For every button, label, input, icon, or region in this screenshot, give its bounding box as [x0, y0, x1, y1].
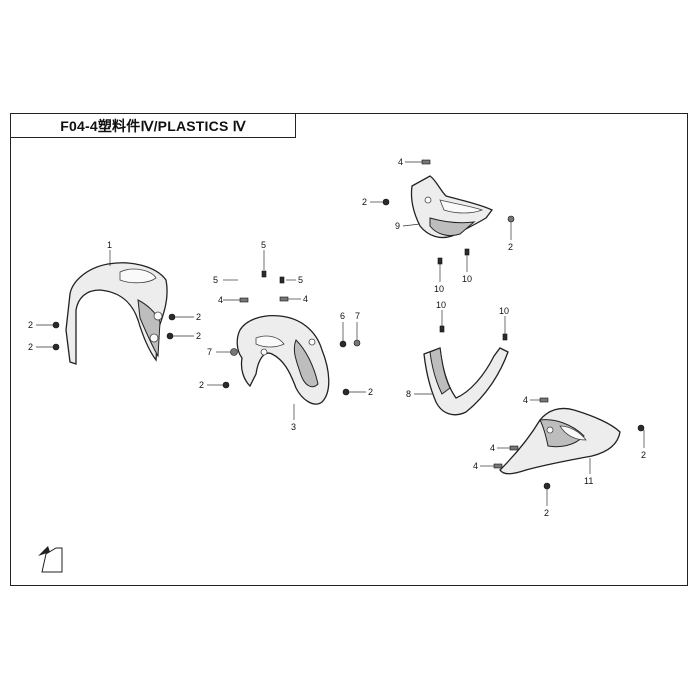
callout-2: 2: [508, 242, 513, 252]
callout-2: 2: [28, 320, 33, 330]
part-1-fasteners: [52, 313, 176, 351]
callout-7: 7: [355, 311, 360, 321]
fwd-direction-icon: [38, 546, 63, 573]
callout-1: 1: [107, 240, 112, 250]
callout-10: 10: [462, 274, 472, 284]
leader-lines: [36, 161, 645, 506]
part-9-upper-panel: [410, 175, 493, 239]
title-box: F04-4塑料件Ⅳ/PLASTICS Ⅳ: [10, 113, 296, 138]
callout-8: 8: [406, 389, 411, 399]
callout-4: 4: [523, 395, 528, 405]
callout-2: 2: [368, 387, 373, 397]
callout-2: 2: [196, 312, 201, 322]
callout-5: 5: [213, 275, 218, 285]
callout-5: 5: [298, 275, 303, 285]
callout-4: 4: [473, 461, 478, 471]
diagram-frame: [10, 113, 688, 586]
callout-2: 2: [199, 380, 204, 390]
part-8-lower-bracket: [423, 347, 509, 416]
part-11-side-panel: [499, 407, 621, 475]
callout-2: 2: [544, 508, 549, 518]
diagram-title: F04-4塑料件Ⅳ/PLASTICS Ⅳ: [60, 117, 246, 134]
callout-2: 2: [641, 450, 646, 460]
part-8-fasteners: [439, 325, 508, 341]
callout-10: 10: [499, 306, 509, 316]
callout-3: 3: [291, 422, 296, 432]
callout-10: 10: [436, 300, 446, 310]
part-11-fasteners: [493, 397, 645, 490]
callout-4: 4: [218, 295, 223, 305]
callout-5: 5: [261, 240, 266, 250]
callout-4: 4: [303, 294, 308, 304]
callout-6: 6: [340, 311, 345, 321]
callout-10: 10: [434, 284, 444, 294]
callout-4: 4: [490, 443, 495, 453]
part-1-front-cowl: [65, 262, 168, 365]
callout-4: 4: [398, 157, 403, 167]
part-9-fasteners: [382, 159, 515, 265]
callout-9: 9: [395, 221, 400, 231]
callout-2: 2: [28, 342, 33, 352]
callout-2: 2: [362, 197, 367, 207]
callout-11: 11: [584, 476, 593, 486]
callout-labels: 1 2 2 2 2 5 5 5 4 4 7 6 7 2 2 3 4 2 9 2 …: [28, 157, 646, 518]
callout-7: 7: [207, 347, 212, 357]
callout-2: 2: [196, 331, 201, 341]
part-3-inner-fender: [236, 314, 330, 405]
